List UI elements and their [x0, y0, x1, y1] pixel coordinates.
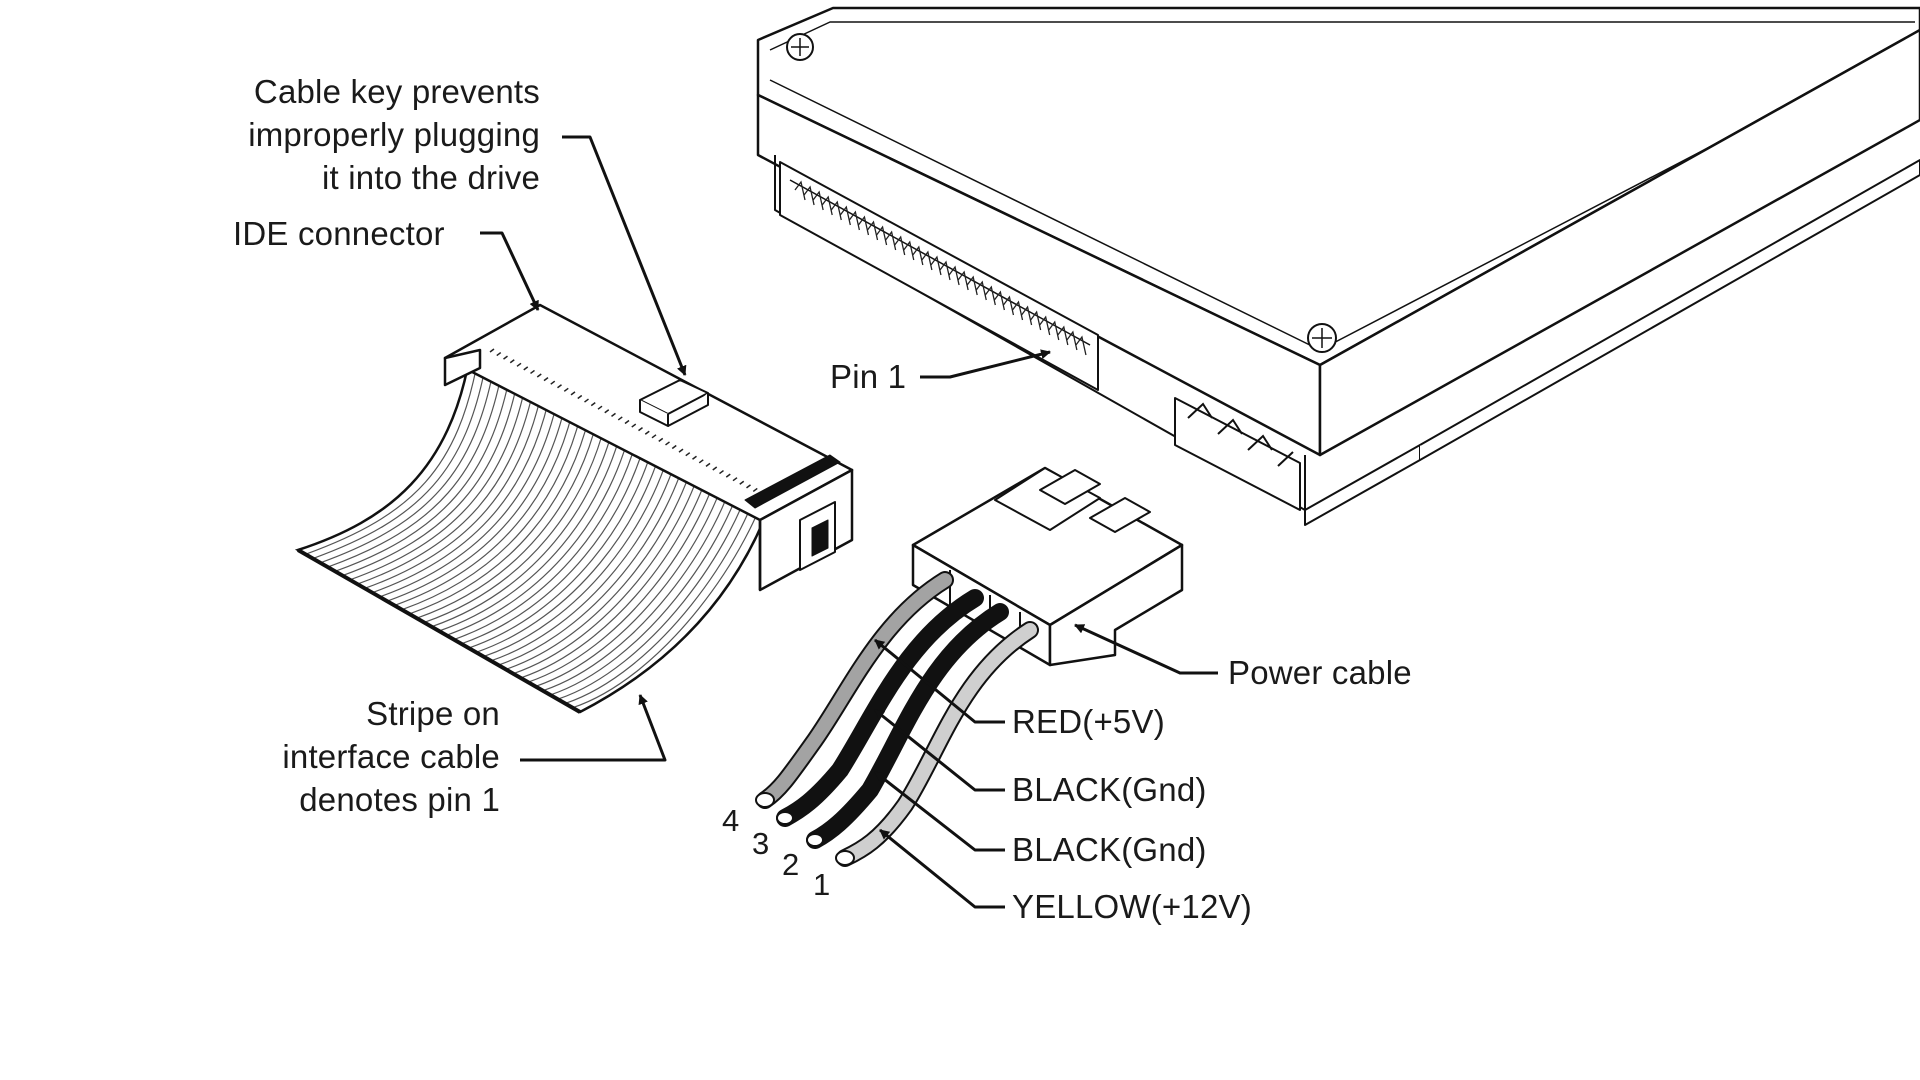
stripe-line-2: interface cable — [282, 738, 500, 775]
power-wires — [755, 571, 1039, 867]
cable-key-line-3: it into the drive — [321, 159, 540, 196]
leader-black-wire-1 — [874, 708, 1005, 792]
wire-number-3: 3 — [752, 826, 770, 861]
leader-black-wire-2 — [874, 770, 1005, 852]
wire-label-4: RED(+5V) — [1012, 703, 1165, 740]
leader-stripe — [520, 694, 667, 762]
leader-red-wire — [874, 638, 1005, 724]
leader-power-cable — [1074, 623, 1218, 675]
stripe-callout: Stripe on interface cable denotes pin 1 — [200, 692, 500, 821]
leader-cable-key — [562, 135, 687, 376]
ide-connector-label: IDE connector — [233, 215, 445, 252]
stripe-line-1: Stripe on — [366, 695, 500, 732]
wire-label-3: BLACK(Gnd) — [1012, 771, 1207, 808]
connector-pin-row — [489, 348, 758, 493]
wire-label-2: BLACK(Gnd) — [1012, 831, 1207, 868]
leader-yellow-wire — [879, 828, 1005, 909]
cable-key-callout: Cable key prevents improperly plugging i… — [160, 70, 540, 199]
leader-ide-connector — [480, 231, 540, 311]
hard-drive — [756, 6, 1920, 526]
ide-connector — [443, 303, 854, 592]
wire-number-2: 2 — [782, 847, 800, 882]
drive-ide-pins — [794, 180, 1087, 356]
power-cable-label: Power cable — [1228, 654, 1412, 691]
callout-leaders — [480, 135, 1218, 909]
molex-connector — [911, 466, 1184, 667]
drive-power-pins — [1187, 402, 1294, 467]
stripe-line-3: denotes pin 1 — [299, 781, 500, 818]
leader-pin1 — [920, 349, 1051, 379]
wire-number-4: 4 — [722, 803, 740, 838]
pin1-label: Pin 1 — [830, 358, 907, 395]
cable-key-line-2: improperly plugging — [248, 116, 540, 153]
wire-number-1: 1 — [813, 867, 831, 902]
wire-label-1: YELLOW(+12V) — [1012, 888, 1252, 925]
cable-key-line-1: Cable key prevents — [253, 73, 540, 110]
